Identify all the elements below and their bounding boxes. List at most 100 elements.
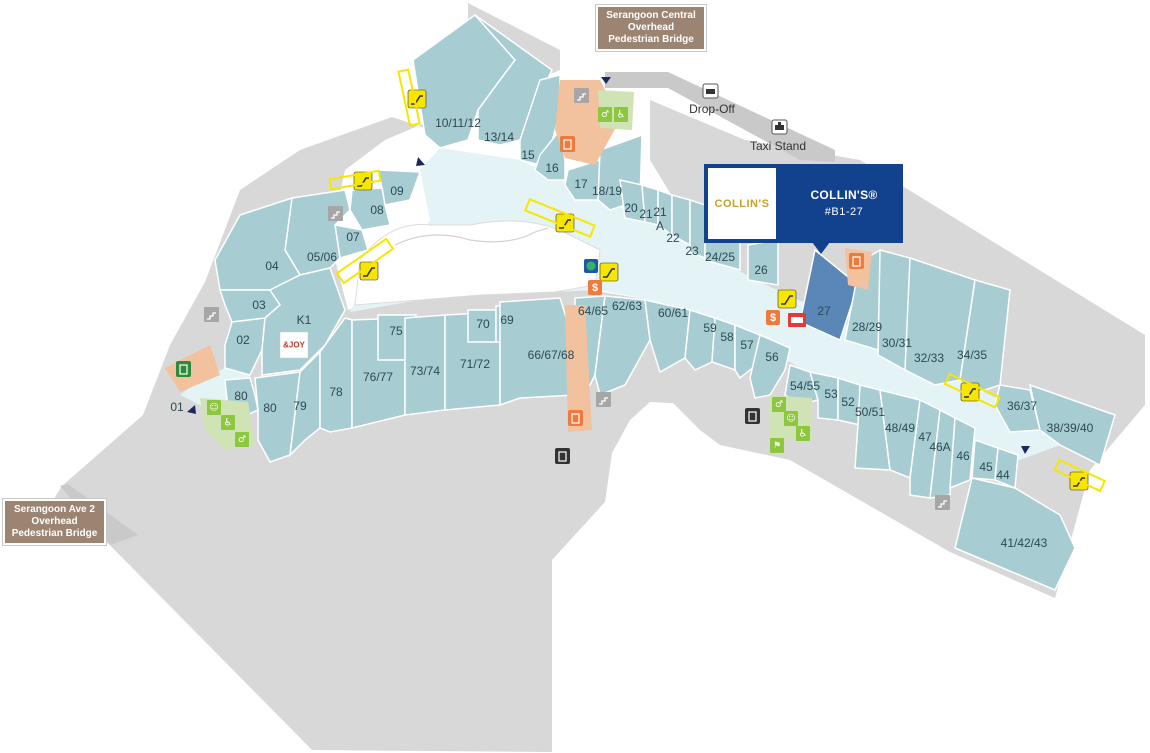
staircase-icon bbox=[328, 206, 343, 221]
store-callout[interactable]: COLLIN'S COLLIN'S® #B1-27 bbox=[704, 164, 903, 243]
atm-icon: $ bbox=[766, 310, 780, 325]
store-label-62-63: 62/63 bbox=[612, 299, 642, 313]
road-strip bbox=[605, 72, 835, 162]
store-unit-60-61[interactable] bbox=[644, 299, 691, 374]
svg-text:⚑: ⚑ bbox=[773, 441, 781, 451]
store-unit-79[interactable] bbox=[288, 350, 321, 458]
store-unit-50-51[interactable] bbox=[854, 384, 891, 471]
lift-icon bbox=[555, 448, 570, 464]
escalator-icon bbox=[353, 171, 373, 191]
lift-icon bbox=[745, 408, 760, 424]
sign-line: Serangoon Ave 2 bbox=[14, 504, 95, 515]
store-unit-36-37[interactable] bbox=[994, 384, 1041, 433]
svg-text:♂: ♂ bbox=[775, 400, 783, 410]
serangoon-central-bridge-sign: Serangoon Central Overhead Pedestrian Br… bbox=[596, 5, 706, 51]
svg-text:♿: ♿ bbox=[617, 110, 626, 121]
escalator-track bbox=[943, 372, 1001, 409]
lift-icon bbox=[568, 410, 583, 426]
store-unit-41-42-43[interactable] bbox=[954, 477, 1076, 591]
atrium-railing bbox=[394, 227, 549, 246]
lift-icon bbox=[176, 361, 191, 377]
store-unit-46A[interactable] bbox=[929, 408, 956, 499]
store-label-80-north: 80 bbox=[234, 389, 248, 403]
store-label-16: 16 bbox=[545, 161, 559, 175]
store-label-02: 02 bbox=[236, 333, 250, 347]
store-label-32-33: 32/33 bbox=[914, 351, 944, 365]
svg-text:$: $ bbox=[592, 282, 598, 294]
sign-line: Pedestrian Bridge bbox=[11, 528, 98, 539]
store-label-54-55: 54/55 bbox=[790, 379, 820, 393]
escalator-icon bbox=[777, 289, 797, 309]
store-label-75: 75 bbox=[389, 324, 403, 338]
store-label-60-61: 60/61 bbox=[658, 306, 688, 320]
fire-exit-icon: ⚑ bbox=[770, 438, 784, 453]
svg-text:♂: ♂ bbox=[238, 435, 246, 445]
accessible-icon: ♿ bbox=[796, 426, 810, 441]
store-label-45: 45 bbox=[979, 460, 993, 474]
svg-text:♿: ♿ bbox=[224, 418, 233, 429]
store-label-80-south: 80 bbox=[263, 401, 277, 415]
store-label-10-11-12: 10/11/12 bbox=[435, 116, 481, 130]
store-label-K1: K1 bbox=[297, 313, 312, 327]
store-unit-27-highlighted[interactable] bbox=[799, 248, 859, 342]
callout-unit-code: #B1-27 bbox=[824, 206, 864, 218]
accessible-icon: ♿ bbox=[614, 107, 628, 122]
escalator-icon bbox=[599, 262, 619, 282]
store-unit-46[interactable] bbox=[949, 416, 976, 490]
serangoon-ave2-bridge-sign: Serangoon Ave 2 Overhead Pedestrian Brid… bbox=[3, 499, 106, 545]
staircase-icon bbox=[574, 88, 589, 103]
store-label-15: 15 bbox=[521, 148, 535, 162]
store-label-01: 01 bbox=[170, 400, 184, 414]
store-label-70: 70 bbox=[476, 317, 490, 331]
store-label-07: 07 bbox=[346, 230, 360, 244]
store-label-13-14: 13/14 bbox=[484, 130, 514, 144]
store-label-20: 20 bbox=[624, 201, 638, 215]
store-label-26: 26 bbox=[754, 263, 768, 277]
entrance-arrow-icon bbox=[1021, 446, 1030, 454]
store-label-18-19: 18/19 bbox=[592, 184, 622, 198]
svg-text:&JOY: &JOY bbox=[283, 341, 305, 350]
entrance-arrow-icon bbox=[187, 405, 196, 414]
store-label-79: 79 bbox=[293, 399, 307, 413]
escalator-track bbox=[523, 198, 597, 238]
toilet-icon: ♂ bbox=[772, 397, 786, 412]
store-unit-09[interactable] bbox=[377, 169, 422, 206]
store-label-30-31: 30/31 bbox=[882, 336, 912, 350]
baby-room-icon: ☺ bbox=[784, 411, 798, 426]
store-label-46: 46 bbox=[956, 449, 970, 463]
store-label-66-67-68: 66/67/68 bbox=[528, 348, 575, 362]
atm-icon: $ bbox=[588, 280, 602, 295]
svg-text:$: $ bbox=[770, 312, 776, 324]
store-label-71-72: 71/72 bbox=[460, 357, 490, 371]
accessible-icon: ♿ bbox=[221, 415, 235, 430]
store-label-21A-suffix: A bbox=[656, 219, 664, 233]
store-unit-53[interactable] bbox=[808, 371, 839, 421]
baby-room-icon: ☺ bbox=[207, 400, 221, 415]
atrium-void bbox=[354, 220, 601, 306]
escalator-icon bbox=[407, 89, 427, 109]
store-label-36-37: 36/37 bbox=[1007, 399, 1037, 413]
svg-text:♂: ♂ bbox=[601, 110, 609, 120]
escalator-track bbox=[335, 237, 395, 285]
store-unit-38-39-40[interactable] bbox=[1028, 383, 1116, 467]
store-label-22: 22 bbox=[666, 231, 680, 245]
store-label-23: 23 bbox=[685, 244, 699, 258]
store-label-41-42-43: 41/42/43 bbox=[1001, 536, 1048, 550]
toilet-icon: ♂ bbox=[598, 107, 612, 122]
collins-logo: COLLIN'S bbox=[708, 168, 776, 239]
store-label-50-51: 50/51 bbox=[855, 405, 885, 419]
store-unit-32-33[interactable] bbox=[904, 256, 976, 386]
store-label-52: 52 bbox=[841, 395, 855, 409]
store-label-38-39-40: 38/39/40 bbox=[1047, 421, 1094, 435]
service-corridor-south bbox=[565, 305, 592, 432]
joy-logo: &JOY bbox=[279, 331, 309, 359]
mall-floor-south-pad bbox=[85, 410, 560, 750]
taxi-stand-label: Taxi Stand bbox=[750, 139, 806, 153]
svg-text:♿: ♿ bbox=[799, 429, 808, 440]
store-label-78: 78 bbox=[329, 385, 343, 399]
store-label-64-65: 64/65 bbox=[578, 304, 608, 318]
taxi-icon bbox=[771, 119, 788, 135]
staircase-icon bbox=[204, 307, 219, 322]
store-unit-59[interactable] bbox=[684, 309, 716, 371]
